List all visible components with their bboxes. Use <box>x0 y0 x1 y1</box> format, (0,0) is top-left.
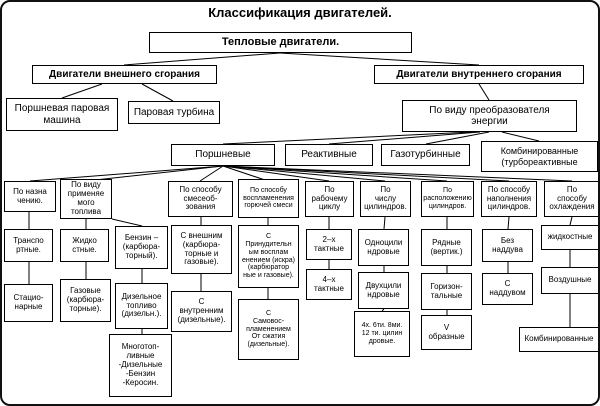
leaf-v-cylinders: V образные <box>421 315 472 350</box>
leaf-liquid-fuel: Жидко стные. <box>60 229 109 262</box>
leaf-one-cylinder: Одноцили ндровые <box>358 229 409 266</box>
leaf-forced-ignition: С Принудительн ым восплам енением (искра… <box>238 225 299 288</box>
leaf-petrol: Бензин – (карбюра- торный). <box>115 226 168 269</box>
leaf-multi-cylinder: 4х. 6ти. 8ми. 12 ти. цилин дровые. <box>354 311 410 357</box>
leaf-boost: С наддувом <box>482 273 533 305</box>
category-fuel: По виду применяе мого топлива <box>60 179 112 219</box>
diagram-title: Классификация двигателей. <box>208 5 392 20</box>
node-internal-combustion: Двигатели внутреннего сгорания <box>374 65 584 84</box>
leaf-four-stroke: 4–х тактные <box>306 269 352 300</box>
leaf-diesel-fuel: Дизельное топливо (дизельн.). <box>115 283 168 329</box>
leaf-multifuel: Многотоп- ливные -Дизельные -Бензин -Кер… <box>109 334 172 397</box>
category-cooling: По способу охлаждения <box>544 181 598 217</box>
category-cylinder-layout: По расположению цилиндров. <box>421 181 474 217</box>
leaf-horizontal-cylinders: Горизон- тальные <box>421 273 472 310</box>
leaf-stationary: Стацио- нарные <box>4 284 53 322</box>
leaf-internal-mixture: С внутренним (дизельные). <box>171 291 232 332</box>
leaf-gas-fuel: Газовые (карбюра- торные). <box>60 279 111 322</box>
leaf-air-cooling: Воздушные <box>541 267 598 294</box>
category-purpose: По назна чению. <box>4 181 56 212</box>
node-type-combined: Комбинированные (турбореактивные <box>481 141 598 172</box>
leaf-liquid-cooling: жидкостные <box>541 225 598 250</box>
leaf-self-ignition: С Самовос- пламенением От сжатия (дизель… <box>238 299 299 360</box>
leaf-external-mixture: С внешним (карбюра- торные и газовые). <box>171 225 232 274</box>
leaf-combined-cooling: Комбинированные <box>519 327 598 352</box>
node-steam-turbine: Паровая турбина <box>128 101 220 124</box>
category-cycle: По рабочему циклу <box>305 181 354 217</box>
leaf-inline-cylinders: Рядные (вертик.) <box>421 229 472 266</box>
node-external-combustion: Двигатели внешнего сгорания <box>32 65 217 84</box>
category-ignition: По способу воспламенения горючей смеси <box>238 179 299 218</box>
node-energy-converter: По виду преобразователя энергии <box>402 100 577 132</box>
node-heat-engines: Тепловые двигатели. <box>149 32 412 53</box>
leaf-no-boost: Без наддува <box>482 229 533 262</box>
node-type-gas-turbine: Газотурбинные <box>381 144 470 166</box>
category-filling: По способу наполнения цилиндров. <box>481 181 537 217</box>
leaf-two-stroke: 2–х тактные <box>306 229 352 260</box>
category-cylinder-count: По числу цилиндров. <box>360 181 411 217</box>
node-type-jet: Реактивные <box>285 144 373 166</box>
node-piston-steam-engine: Поршневая паровая машина <box>6 98 118 131</box>
leaf-two-cylinder: Двухцили ндровые <box>358 272 409 309</box>
node-type-piston: Поршневые <box>171 144 275 166</box>
category-mixture: По способу смесеоб- зования <box>168 181 233 217</box>
leaf-transport: Транспо ртные. <box>4 229 53 262</box>
